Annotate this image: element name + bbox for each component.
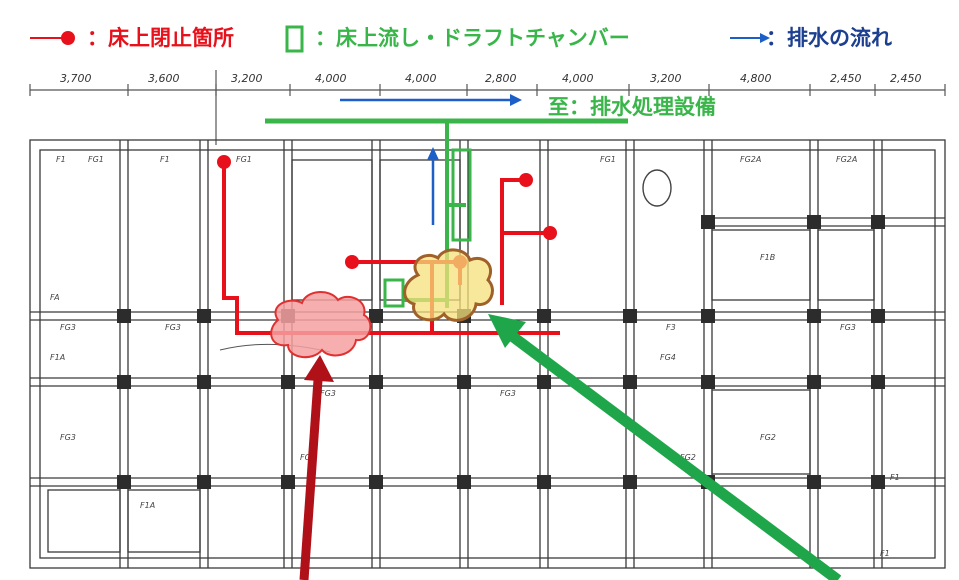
grid-label: FG1 bbox=[88, 155, 104, 164]
destination-label: 至：排水処理設備 bbox=[548, 95, 716, 119]
grid-label: F3 bbox=[666, 323, 676, 332]
legend-red-dot-icon bbox=[61, 31, 75, 45]
closure-point-icon bbox=[217, 155, 231, 169]
dim-label: 2,450 bbox=[890, 72, 922, 85]
legend: ：床上閉止箇所 ：床上流し・ドラフトチャンバー ：排水の流れ bbox=[0, 0, 959, 62]
pencil-circle-mark bbox=[642, 169, 672, 207]
callout-arrowhead-red-icon bbox=[304, 355, 334, 382]
closure-point-icon bbox=[345, 255, 359, 269]
closure-point-icon bbox=[543, 226, 557, 240]
grid-label: FA bbox=[50, 293, 60, 302]
callout-arrow-red bbox=[299, 379, 323, 580]
callout-arrowhead-green-icon bbox=[488, 314, 526, 348]
grid-label: FG2 bbox=[680, 453, 696, 462]
draft-chamber bbox=[451, 148, 472, 242]
grid-label: F1 bbox=[56, 155, 66, 164]
dim-label: 3,700 bbox=[60, 72, 92, 85]
floor-plan: 3,700 3,600 3,200 4,000 4,000 2,800 4,00… bbox=[29, 70, 946, 580]
dim-label: 4,000 bbox=[315, 72, 347, 85]
dim-label: 3,600 bbox=[148, 72, 180, 85]
floor-sink bbox=[383, 278, 405, 308]
dim-label: 2,450 bbox=[830, 72, 862, 85]
closure-points bbox=[217, 155, 557, 269]
grid-label: F1 bbox=[160, 155, 170, 164]
grid-label: FG4 bbox=[660, 353, 676, 362]
legend-blue-arrowhead-icon bbox=[760, 33, 770, 43]
orange-cloud-highlight bbox=[403, 248, 494, 322]
closure-point-icon bbox=[519, 173, 533, 187]
red-cloud-highlight bbox=[270, 291, 372, 359]
grid-label: FG1 bbox=[600, 155, 616, 164]
grid-label: FG1 bbox=[300, 453, 316, 462]
flow-arrowhead-icon bbox=[510, 94, 522, 106]
structural-grid bbox=[29, 139, 946, 569]
dim-label: 3,200 bbox=[650, 72, 682, 85]
grid-label: FG3 bbox=[320, 389, 336, 398]
grid-label: FG3 bbox=[500, 389, 516, 398]
grid-label: F1 bbox=[890, 473, 900, 482]
grid-label: FG3 bbox=[840, 323, 856, 332]
grid-labels: F1 FG1 F1 FG1 FG1 FG2A FG2A FA FG3 FG3 F… bbox=[50, 155, 900, 558]
legend-sink-label: ：床上流し・ドラフトチャンバー bbox=[315, 26, 630, 50]
dim-label: 4,000 bbox=[405, 72, 437, 85]
grid-label: FG2 bbox=[760, 433, 776, 442]
callout-arrow-green bbox=[508, 331, 842, 580]
flow-up-arrowhead-icon bbox=[427, 147, 439, 160]
legend-symbols bbox=[30, 25, 770, 53]
dim-label: 2,800 bbox=[485, 72, 517, 85]
grid-label: F1B bbox=[760, 253, 775, 262]
legend-closure-label: ：床上閉止箇所 bbox=[87, 26, 234, 50]
grid-label: F1A bbox=[50, 353, 65, 362]
dimension-labels: 3,700 3,600 3,200 4,000 4,000 2,800 4,00… bbox=[60, 72, 922, 85]
grid-label: FG1 bbox=[236, 155, 252, 164]
dim-label: 4,800 bbox=[740, 72, 772, 85]
grid-label: FG3 bbox=[60, 433, 76, 442]
grid-label: FG2A bbox=[740, 155, 761, 164]
legend-flow-label: ：排水の流れ bbox=[766, 26, 892, 50]
legend-green-box-icon bbox=[285, 25, 304, 53]
grid-label: F1 bbox=[880, 549, 890, 558]
dim-label: 3,200 bbox=[231, 72, 263, 85]
grid-label: FG3 bbox=[165, 323, 181, 332]
grid-label: F1A bbox=[140, 501, 155, 510]
dimension-line bbox=[29, 70, 946, 145]
dim-label: 4,000 bbox=[562, 72, 594, 85]
grid-label: FG3 bbox=[60, 323, 76, 332]
grid-label: FG2A bbox=[836, 155, 857, 164]
